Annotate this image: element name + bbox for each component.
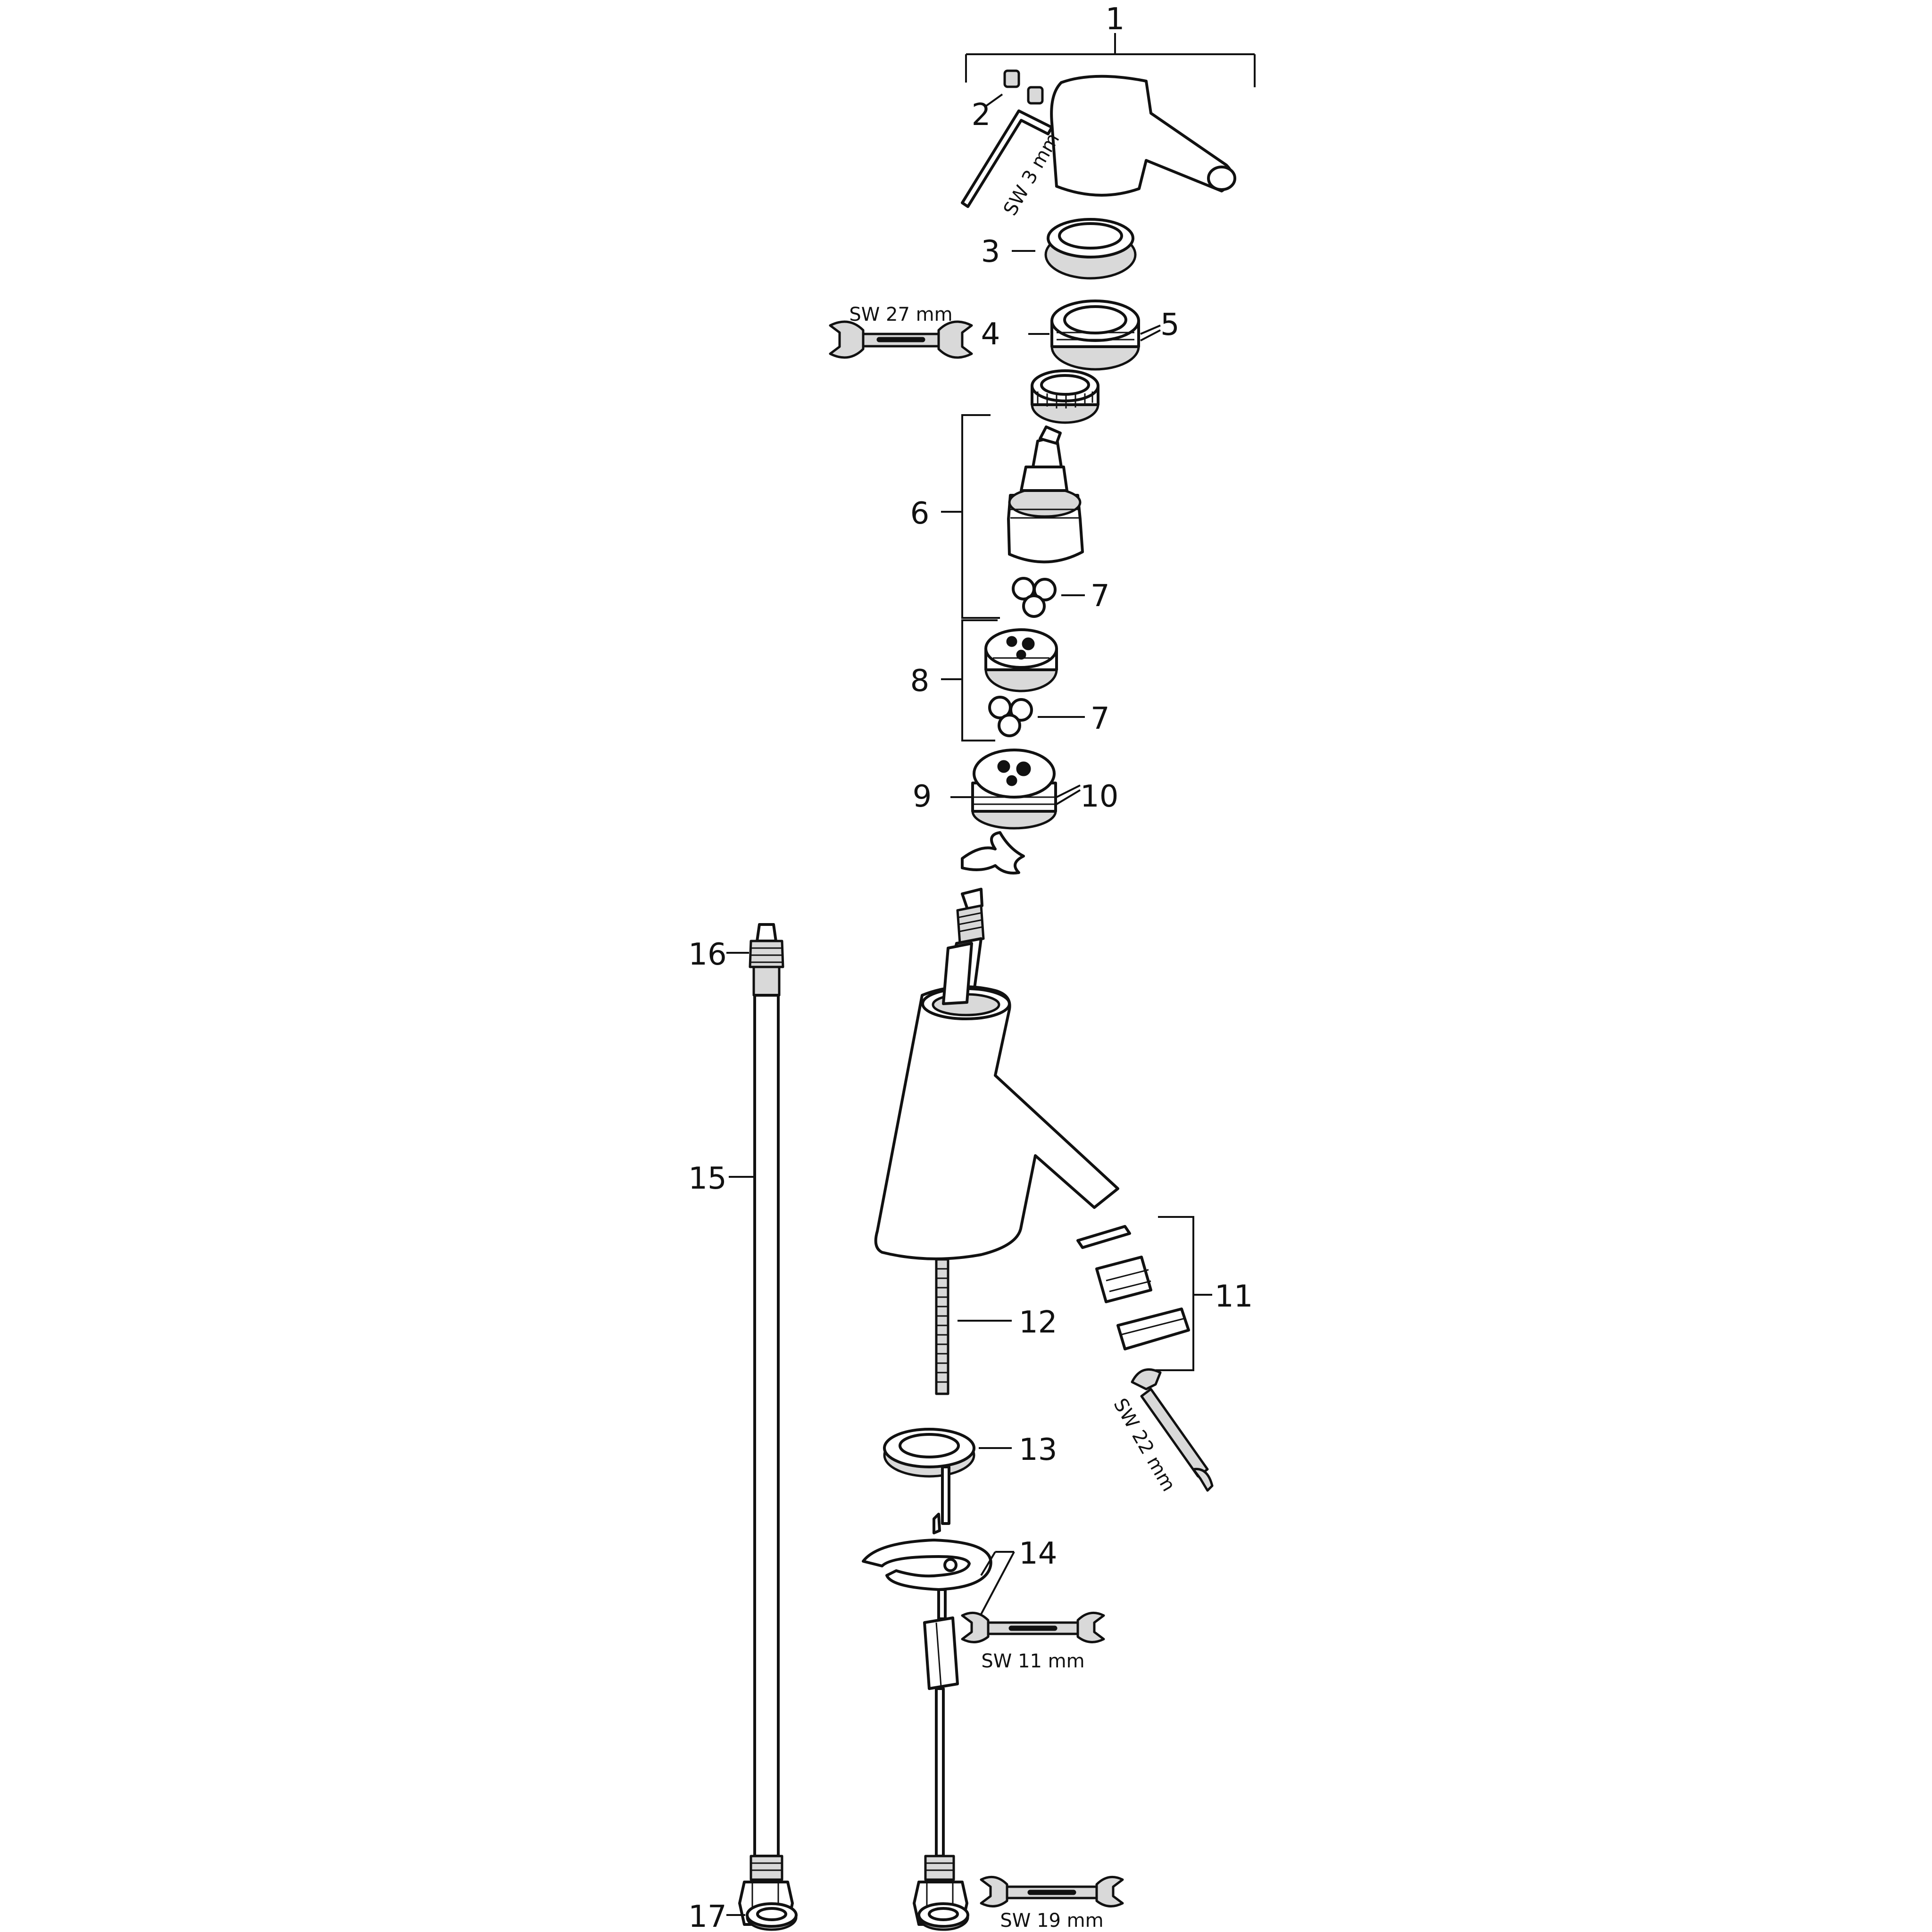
part-11-bracket [1156,1216,1212,1371]
wrench-22-size-label: SW 22 mm [1109,1395,1179,1495]
callout-12: 12 [1019,1305,1057,1340]
part-8-bracket [941,619,998,741]
callout-11: 11 [1215,1279,1253,1314]
part-15-hose [729,994,780,1857]
hex-key-icon [961,109,1053,208]
lower-rod [913,1687,968,1926]
callout-9: 9 [913,779,932,814]
wrench-27-size-label: SW 27 mm [849,304,952,325]
wrench-27-icon [829,320,973,359]
part-4-nut [1028,300,1161,371]
mounting-rod [933,1466,950,1534]
nut-sleeve [923,1551,1015,1690]
callout-1: 1 [1106,2,1125,37]
part-7-upper-orings [1012,577,1085,618]
cartridge [1007,425,1084,564]
callout-17: 17 [688,1899,726,1932]
retaining-clip [961,831,1025,874]
wrench-11-size-label: SW 11 mm [981,1650,1084,1672]
part-8-disc [984,628,1058,692]
callout-10: 10 [1080,779,1118,814]
splined-ring [1031,369,1099,424]
wrench-11-icon [961,1611,1105,1643]
callout-8: 8 [910,664,930,699]
part-14-horseshoe [862,1539,992,1591]
tap-body [874,937,1119,1260]
part-6-bracket [941,414,1000,619]
wrench-22-icon [1131,1368,1214,1492]
part-3-cover-ring [1012,218,1137,280]
hex-key-size-label: SW 3 mm [999,129,1064,219]
callout-13: 13 [1019,1432,1057,1467]
threaded-rod-top [956,888,985,945]
part-16-hose-top [726,923,784,997]
part-1-bracket [965,33,1256,87]
part-13-gasket [883,1428,1012,1478]
set-screws [985,69,1044,107]
wrench-19-size-label: SW 19 mm [1000,1910,1103,1932]
callout-7-upper: 7 [1091,579,1110,614]
callout-5: 5 [1160,308,1180,342]
part-17-washers [726,1902,969,1931]
callout-7-lower: 7 [1091,701,1110,736]
wrench-19-icon [980,1875,1124,1907]
part-12-threaded-stud [935,1258,1012,1395]
part-7-lower-orings [988,696,1085,737]
part-9-valve [950,749,1081,830]
callout-16: 16 [688,937,726,972]
callout-4: 4 [981,317,1000,352]
callout-3: 3 [981,234,1000,269]
callout-2: 2 [972,98,991,133]
handle-lever [1050,75,1236,197]
aerator-parts [1076,1225,1190,1350]
callout-15: 15 [688,1161,726,1196]
callout-6: 6 [910,496,930,531]
callout-14: 14 [1019,1536,1057,1571]
